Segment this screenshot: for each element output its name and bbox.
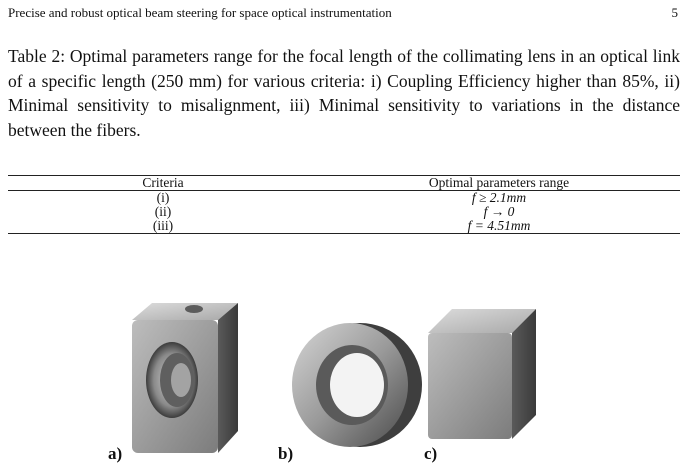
cube-object bbox=[428, 309, 536, 439]
range-cell: f = 4.51mm bbox=[318, 219, 680, 234]
table-row: (ii) f → 0 bbox=[8, 205, 680, 219]
parameters-table: Criteria Optimal parameters range (i) f … bbox=[8, 175, 680, 234]
mount-rendering-figure: a) b) c) bbox=[0, 285, 686, 473]
ring-mount-object bbox=[292, 323, 422, 447]
panel-label-a: a) bbox=[108, 444, 123, 463]
running-header: Precise and robust optical beam steering… bbox=[8, 4, 678, 22]
criteria-cell: (iii) bbox=[8, 219, 318, 234]
table-header-row: Criteria Optimal parameters range bbox=[8, 175, 680, 191]
running-title: Precise and robust optical beam steering… bbox=[8, 5, 392, 20]
page-number: 5 bbox=[671, 5, 679, 20]
table-row: (iii) f = 4.51mm bbox=[8, 219, 680, 234]
criteria-cell: (i) bbox=[156, 190, 170, 205]
column-header-criteria: Criteria bbox=[8, 175, 318, 191]
panel-label-c: c) bbox=[424, 444, 438, 463]
table-caption: Table 2: Optimal parameters range for th… bbox=[8, 46, 680, 140]
range-cell: f ≥ 2.1mm bbox=[471, 190, 527, 205]
criteria-cell: (ii) bbox=[154, 204, 172, 219]
figure-drawing bbox=[132, 303, 536, 453]
table-row: (i) f ≥ 2.1mm bbox=[8, 191, 680, 206]
panel-label-b: b) bbox=[278, 444, 294, 463]
column-header-range: Optimal parameters range bbox=[318, 175, 680, 191]
block-mount-object bbox=[132, 303, 238, 453]
range-cell: f → 0 bbox=[483, 204, 515, 219]
